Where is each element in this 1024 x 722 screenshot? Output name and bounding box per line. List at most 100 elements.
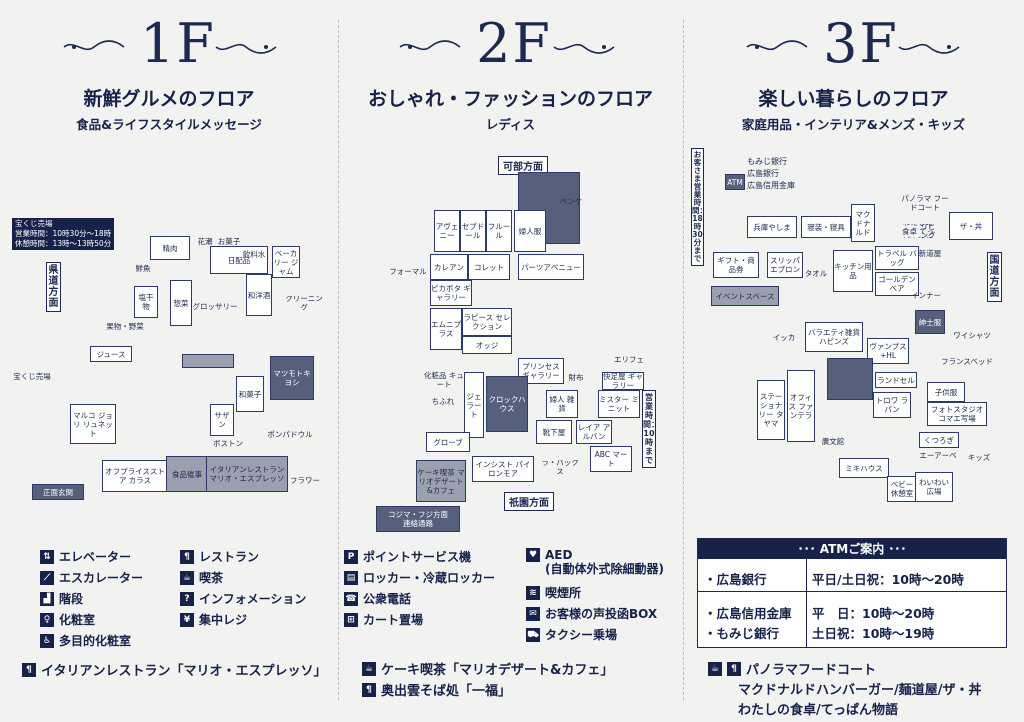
atm-bank-name: ・広島信用金庫 bbox=[704, 606, 792, 621]
shop: マツモトキヨシ bbox=[270, 356, 314, 400]
shop: ヴァンプス +HL bbox=[867, 338, 909, 364]
restaurant-line: ¶イタリアンレストラン「マリオ・エスプレッソ」 bbox=[22, 660, 326, 679]
cafe-icon: ☕ bbox=[362, 661, 376, 676]
cafe-line: ☕ ケーキ喫茶「マリオデザート&カフェ」 bbox=[362, 659, 613, 678]
shop: わいわい 広場 bbox=[915, 472, 953, 502]
legend-label: ロッカー・冷蔵ロッカー bbox=[363, 571, 496, 585]
legend-item: ▟階段 bbox=[40, 590, 83, 607]
shop: ジェラート bbox=[464, 372, 484, 438]
atm-info-box: ･･･ ATMご案内 ･･･ ・広島銀行 平日/土日祝：10時～20時 ・広島信… bbox=[697, 538, 1007, 648]
shop: ワイシャツ bbox=[953, 330, 991, 340]
shop: 日配品 bbox=[210, 246, 268, 274]
shop: お菓子 bbox=[217, 236, 241, 246]
shop: 寝装・寝具 bbox=[801, 216, 851, 238]
shop: 婦人 雑貨 bbox=[546, 390, 578, 418]
taxi-icon: ⛟ bbox=[526, 627, 540, 642]
shop: グロッサリー bbox=[192, 301, 238, 311]
shop: イベントスペース bbox=[711, 286, 779, 306]
shop: 婦人服 bbox=[514, 210, 546, 252]
legend-item: ☎公衆電話 bbox=[344, 590, 411, 607]
shop: 兵庫やしま bbox=[747, 216, 797, 238]
shop: マルコ ジョリ リュネット bbox=[70, 404, 116, 444]
legend-label: 喫茶 bbox=[199, 571, 224, 585]
atm-row: ・広島信用金庫 平 日：10時～20時 bbox=[698, 603, 1006, 622]
atm-hours: 平日/土日祝：10時～20時 bbox=[812, 572, 964, 587]
shop: わたしの食卓 てっぱん物語 bbox=[902, 224, 934, 238]
floor-1-column: 1F 新鮮グルメのフロア 食品&ライフスタイルメッセージ 宝くじ売場 営業時間：… bbox=[0, 0, 338, 722]
legend-item: ♥AED (自動体外式除細動器) bbox=[526, 548, 664, 576]
lottery-hours: 宝くじ売場 営業時間：10時30分～18時 休憩時間：13時～13時50分 bbox=[12, 218, 115, 250]
connecting-passage: コジマ・フジ方面 連絡通路 bbox=[376, 506, 460, 532]
shop: アヴェニー bbox=[434, 210, 460, 252]
shop: オッジ bbox=[462, 336, 512, 354]
shop: エーアーベ bbox=[919, 450, 957, 460]
shop: フラワー bbox=[290, 475, 320, 485]
legend-item: ¶レストラン bbox=[180, 548, 259, 565]
shop: 廣文館 bbox=[821, 436, 845, 446]
direction-gion: 祇園方面 bbox=[504, 492, 554, 511]
legend-item: ⊞ カート置場 bbox=[344, 611, 423, 628]
legend-label: カート置場 bbox=[363, 613, 424, 627]
shop: 新道屋 bbox=[918, 248, 942, 258]
food-court-name: パノラマフードコート bbox=[746, 663, 877, 678]
ornament-right bbox=[552, 38, 616, 56]
shop: ミキハウス bbox=[839, 458, 889, 478]
ornament-left bbox=[398, 38, 462, 56]
point-icon: P bbox=[344, 549, 358, 564]
food-court-shops-line: マクドナルドハンバーガー/麺道屋/ザ・丼 bbox=[738, 683, 982, 698]
shop: ケーキ喫茶 マリオデザート&カフェ bbox=[416, 460, 466, 502]
shop: インシスト パイ ロンモア bbox=[472, 456, 534, 482]
shop: クリーニング bbox=[285, 296, 323, 310]
legend-item: ¥集中レジ bbox=[180, 611, 247, 628]
floor-title: 楽しい暮らしのフロア bbox=[758, 88, 949, 110]
shop: セブドール bbox=[460, 210, 486, 252]
floor-2-map: 可部方面 祇園方面 営業時間：10時まで コジマ・フジ方面 連絡通路 アヴェニー… bbox=[368, 150, 678, 532]
shop: 和洋酒 bbox=[246, 274, 272, 316]
shop: 花瀬 bbox=[197, 236, 213, 246]
escalator-icon: ⟋ bbox=[40, 570, 54, 585]
column-divider bbox=[338, 20, 339, 700]
shop: エリフェ bbox=[614, 354, 644, 364]
shop: ピカボタ ギャラリー bbox=[430, 280, 472, 306]
shop: スリッパ エプロン bbox=[767, 252, 803, 278]
legend-item: ▤ロッカー・冷蔵ロッカー bbox=[344, 569, 495, 586]
shop: カレアン bbox=[430, 254, 468, 280]
shop: リビング bbox=[920, 224, 936, 238]
hours-line: 営業時間：10時30分～18時 bbox=[15, 229, 112, 238]
info-icon: ? bbox=[180, 591, 194, 606]
shop: ラ・パックス bbox=[541, 460, 579, 474]
ornament-left bbox=[745, 38, 809, 56]
shop: ABC マート bbox=[590, 446, 632, 472]
floor-3-map: お客さま営業時間：18時30分まで ATM もみじ銀行 広島銀行 広島信用金庫 … bbox=[687, 148, 1019, 520]
hours-line: 休憩時間：13時～13時50分 bbox=[15, 239, 112, 248]
legend-item: ♀化粧室 bbox=[40, 611, 95, 628]
shop: ステーショナリー タヤマ bbox=[757, 380, 785, 440]
atm-heading: ･･･ ATMご案内 ･･･ bbox=[698, 539, 1006, 559]
legend-label: エスカレーター bbox=[59, 571, 144, 585]
shop: 食品催事 bbox=[166, 456, 208, 492]
shop: プリンセス ギャラリー bbox=[518, 358, 564, 384]
register-icon: ¥ bbox=[180, 612, 194, 627]
floor-1-map: 宝くじ売場 営業時間：10時30分～18時 休憩時間：13時～13時50分 県道… bbox=[10, 178, 330, 510]
cafe-name: ケーキ喫茶「マリオデザート&カフェ」 bbox=[381, 663, 614, 678]
cart-icon: ⊞ bbox=[344, 612, 358, 627]
shop: イタリアンレストラン マリオ・エスプレッソ bbox=[206, 456, 288, 492]
legend-item: ✉お客様の声投函BOX bbox=[526, 605, 657, 622]
shop: キッチン用品 bbox=[833, 250, 873, 292]
direction-national-road: 国道方面 bbox=[987, 252, 1002, 302]
shop: ボストン bbox=[213, 438, 243, 448]
atm-icon: ATM bbox=[725, 174, 745, 190]
shop: ベーカリー ジャム bbox=[272, 246, 300, 278]
shop: キッズ bbox=[967, 452, 991, 462]
shop: ギフト・商品券 bbox=[713, 252, 759, 278]
shop: 鮮魚 bbox=[135, 263, 151, 273]
legend-label: レストラン bbox=[199, 550, 260, 564]
floor-2-column: 2F おしゃれ・ファッションのフロア レディス 可部方面 祇園方面 営業時間：1… bbox=[338, 0, 683, 722]
shop: サザン bbox=[210, 404, 234, 436]
atm-bank: 広島信用金庫 bbox=[747, 181, 795, 190]
phone-icon: ☎ bbox=[344, 591, 358, 606]
shop: バラエティ雑貨 ハピンズ bbox=[805, 322, 863, 352]
legend-label: タクシー乗場 bbox=[545, 628, 618, 642]
soba-line: ¶奥出雲そば処「一福」 bbox=[362, 680, 511, 699]
shop: 塩干物 bbox=[134, 286, 158, 318]
